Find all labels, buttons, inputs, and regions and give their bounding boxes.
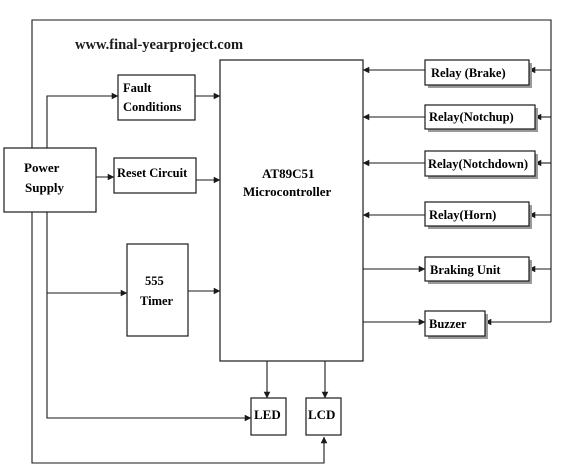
fault-conditions-label-line1: Fault	[123, 81, 152, 95]
reset-circuit-block: Reset Circuit	[113, 157, 197, 194]
timer-label-line1: 555	[145, 274, 164, 288]
fault-conditions-label-line2: Conditions	[123, 100, 181, 114]
relay-horn-block: Relay(Horn)	[424, 201, 532, 229]
braking-unit-block: Braking Unit	[424, 256, 532, 284]
led-label: LED	[254, 407, 281, 422]
microcontroller-label-line1: AT89C51	[262, 166, 314, 181]
buzzer-block: Buzzer	[424, 310, 488, 339]
relay-brake-label: Relay (Brake)	[431, 66, 506, 80]
power-supply-label-line2: Supply	[25, 180, 65, 195]
braking-unit-label: Braking Unit	[430, 263, 501, 277]
wire-ps-fault	[46, 92, 119, 148]
led-block: LED	[250, 397, 287, 436]
relay-notchup-block: Relay(Notchup)	[424, 104, 538, 132]
microcontroller-label-line2: Microcontroller	[243, 184, 332, 199]
relay-brake-block: Relay (Brake)	[424, 59, 532, 88]
wire-ps-led	[46, 212, 252, 422]
timer-label-line2: Timer	[140, 294, 174, 308]
fault-conditions-block: Fault Conditions	[117, 74, 196, 121]
connection-wires	[31, 19, 552, 464]
relay-horn-label: Relay(Horn)	[429, 208, 496, 222]
wire-ps-lcd	[31, 212, 328, 464]
power-supply-block: Power Supply	[3, 147, 97, 213]
wire-top-loop	[31, 19, 552, 322]
timer-block: 555 Timer	[126, 243, 189, 337]
lcd-label: LCD	[308, 407, 335, 422]
power-supply-label-line1: Power	[24, 160, 60, 175]
relay-notchdown-label: Relay(Notchdown)	[428, 157, 528, 171]
reset-circuit-label: Reset Circuit	[117, 166, 188, 180]
buzzer-label: Buzzer	[429, 317, 467, 331]
microcontroller-block: AT89C51 Microcontroller	[219, 59, 364, 362]
relay-notchup-label: Relay(Notchup)	[429, 110, 514, 124]
watermark-text: www.final-yearproject.com	[75, 37, 243, 53]
relay-notchdown-block: Relay(Notchdown)	[424, 150, 538, 179]
lcd-block: LCD	[305, 397, 342, 436]
